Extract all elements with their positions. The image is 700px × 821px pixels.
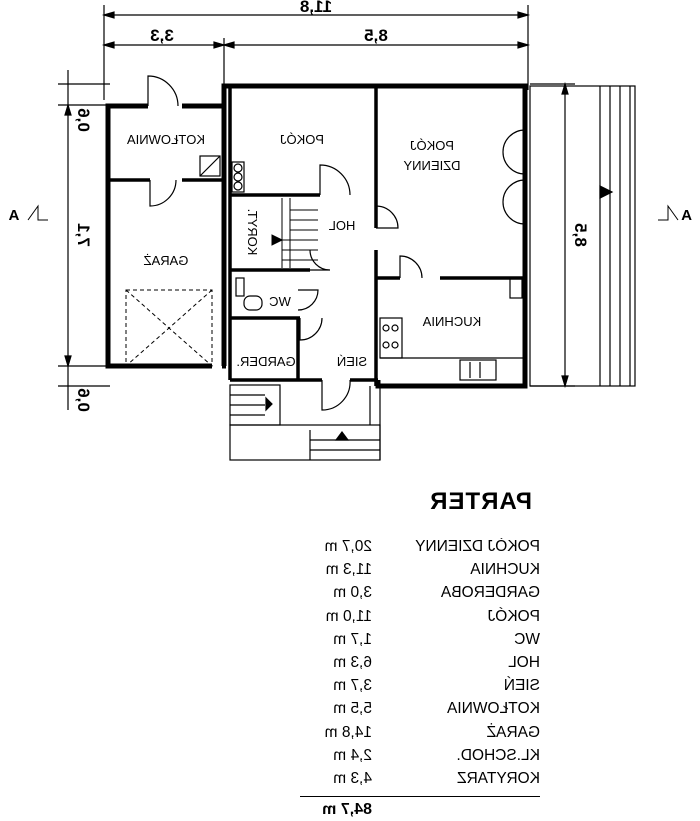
legend-room-name: SIEŃ [503,677,540,695]
room-label-wc: WC [269,294,291,309]
room-label-kotlownia: KOTŁOWNIA [127,132,205,147]
dim-depth-right: 8,5 [571,223,590,247]
room-area-legend: POKÓJ DZIENNY 20,7 m KUCHNIA 11,3 m GARDEROB… [300,538,540,793]
total-area: 84,7 m [322,801,372,818]
dim-overall-width: 11,8 [300,0,332,16]
svg-text:A: A [8,207,19,224]
exterior-walls [105,83,528,389]
room-label-pokoj-dzienny-1: POKÓJ [410,138,454,153]
dim-offset-bottom: 0,6 [74,388,93,412]
room-label-garaz: GARAŻ [144,253,189,268]
legend-room-name: POKÓJ [487,607,540,625]
legend-row: GARDEROBA 3,0 m [300,584,540,607]
room-label-pokoj: POKÓJ [280,132,324,147]
room-label-korytarz: KORYT. [245,209,260,256]
legend-room-area: 2,4 m [333,746,372,764]
room-label-pokoj-dzienny-2: DZIENNY [403,158,460,173]
legend-title: PARTER [429,488,532,515]
interior-walls [108,86,525,386]
dimension-lines [58,5,575,410]
legend-room-area: 11,0 m [325,607,372,625]
section-mark-left: A [8,204,48,224]
legend-room-area: 4,3 m [333,769,372,787]
legend-row: KORYTARZ 4,3 m [300,770,540,793]
room-label-hol: HOL [329,218,356,233]
legend-room-area: 3,7 m [333,677,372,695]
legend-room-name: GARDEROBA [440,584,540,602]
legend-room-name: GARAŻ [486,723,540,741]
entrance-stairs [229,384,381,461]
room-label-garderoba: GARDER. [236,354,295,369]
legend-row: GARAŻ 14,8 m [300,724,540,747]
legend-room-area: 20,7 m [324,538,372,555]
legend-room-area: 14,8 m [324,723,372,741]
legend-room-name: WC [514,630,540,648]
svg-text:A: A [681,207,692,224]
door-swings [147,75,526,411]
room-label-sien: SIEŃ [337,354,367,369]
legend-room-name: HOL [508,653,540,671]
legend-row: KOTŁOWNIA 5,5 m [300,700,540,723]
section-mark-right: A [658,204,692,224]
legend-row: SIEŃ 3,7 m [300,677,540,700]
legend-room-area: 1,7 m [333,630,372,648]
legend-room-name: POKÓJ DZIENNY [415,538,540,555]
legend-room-name: KUCHNIA [470,561,540,579]
legend-row: POKÓJ DZIENNY 20,7 m [300,538,540,561]
legend-room-name: KL.SCHOD. [456,746,540,764]
legend-total: 84,7 m [300,796,540,818]
dim-offset-top: 0,6 [74,108,93,132]
legend-room-area: 11,3 m [325,561,372,579]
room-label-kuchnia: KUCHNIA [422,314,481,329]
dim-depth-left: 7,1 [74,223,93,247]
legend-row: HOL 6,3 m [300,654,540,677]
legend-row: KUCHNIA 11,3 m [300,561,540,584]
legend-room-name: KORYTARZ [457,769,540,787]
garage-door [125,289,213,367]
dim-right-width: 8,5 [364,26,388,45]
fixtures [199,155,525,381]
floor-plan: A A 11,8 3,3 8,5 0,6 7,1 0,6 8,5 KOTŁOWN… [8,0,692,461]
legend-room-area: 6,3 m [333,653,372,671]
legend-row: KL.SCHOD. 2,4 m [300,747,540,770]
legend-room-area: 3,0 m [333,584,372,602]
legend-row: POKÓJ 11,0 m [300,608,540,631]
dim-left-width: 3,3 [150,26,174,45]
terrace-stairs [529,85,636,387]
interior-stairs [271,198,318,268]
legend-room-area: 5,5 m [333,700,372,718]
legend-row: WC 1,7 m [300,631,540,654]
legend-room-name: KOTŁOWNIA [446,700,540,718]
